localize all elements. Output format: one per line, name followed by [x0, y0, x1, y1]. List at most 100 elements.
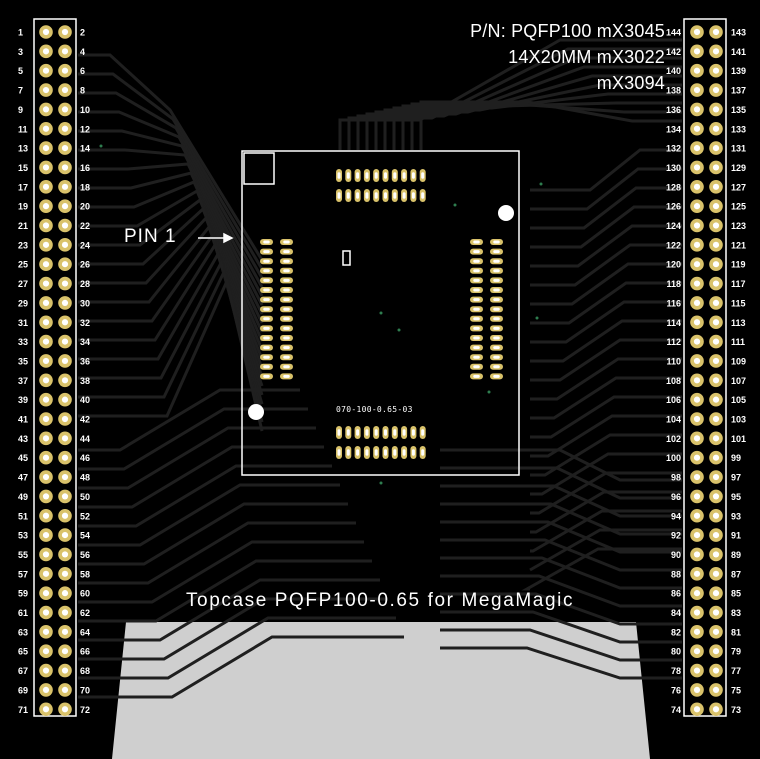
chip-pad-core [493, 307, 500, 311]
right-header-pad-hole [693, 493, 701, 500]
left-header-pad-hole [42, 706, 50, 713]
pcb-trace [78, 171, 264, 324]
right-pin-label: 100 [666, 453, 681, 463]
left-header-pad-hole [61, 86, 69, 94]
left-pin-label: 1 [18, 28, 23, 38]
left-pin-label: 63 [18, 627, 28, 637]
right-header-pad-hole [712, 299, 720, 306]
right-header-pad-hole [693, 667, 701, 674]
right-header-pad-hole [693, 706, 701, 713]
chip-pad-core [263, 269, 270, 273]
pcb-trace [78, 559, 372, 623]
left-pin-label: 49 [18, 492, 28, 502]
right-pin-label: 83 [731, 608, 741, 618]
pcb-trace [530, 167, 682, 211]
right-header-pad-hole [712, 493, 720, 500]
chip-pad-core [493, 336, 500, 340]
chip-pad-core [263, 288, 270, 292]
chip-pad-core [263, 336, 270, 340]
right-header-pad-hole [693, 106, 701, 113]
pcb-trace [78, 206, 264, 360]
right-header-pad-hole [712, 28, 720, 36]
right-header-pad-hole [712, 241, 720, 248]
right-header-pad-hole [712, 628, 720, 635]
left-pin-label: 70 [80, 685, 90, 695]
chip-pad-core [493, 250, 500, 254]
chip-pad-core [283, 355, 290, 359]
right-pin-label: 118 [666, 279, 681, 289]
left-pin-label: 7 [18, 86, 23, 96]
right-pin-label: 76 [671, 685, 681, 695]
left-header-pad-hole [61, 396, 69, 403]
left-header-pad-hole [61, 377, 69, 384]
right-pin-label: 78 [671, 666, 681, 676]
right-pin-label: 134 [666, 124, 681, 134]
right-header-pad-hole [712, 532, 720, 539]
right-pin-label: 105 [731, 395, 746, 405]
via [397, 328, 401, 332]
right-pin-label: 108 [666, 376, 681, 386]
right-header-pad-hole [712, 396, 720, 403]
pcb-trace [440, 466, 682, 500]
right-pin-label: 131 [731, 144, 746, 154]
via [379, 311, 383, 315]
left-pin-label: 8 [80, 86, 85, 96]
pcb-trace [78, 407, 308, 471]
right-header-pad-hole [712, 86, 720, 94]
right-header-pad-hole [712, 261, 720, 268]
pcb-trace [401, 101, 682, 150]
chip-pad-core [473, 355, 480, 359]
pcb-trace [530, 414, 682, 458]
left-header-pad-hole [61, 435, 69, 442]
left-pin-label: 53 [18, 531, 28, 541]
right-header-pad-hole [712, 706, 720, 713]
left-header-pad-hole [42, 280, 50, 287]
right-pin-label: 91 [731, 531, 741, 541]
pcb-trace [440, 610, 682, 644]
left-header-pad-hole [42, 609, 50, 616]
left-pin-label: 10 [80, 105, 90, 115]
left-pin-label: 2 [80, 28, 85, 38]
left-header-pad-hole [42, 415, 50, 423]
left-pin-label: 33 [18, 337, 28, 347]
left-pin-label: 27 [18, 279, 28, 289]
chip-pad-core [283, 288, 290, 292]
left-header-pad-hole [61, 261, 69, 268]
right-header-pad-hole [712, 164, 720, 171]
pcb-trace [78, 53, 264, 261]
chip-pad-core [283, 240, 290, 244]
left-header-pad-hole [42, 473, 50, 481]
right-pin-label: 77 [731, 666, 741, 676]
left-pin-label: 42 [80, 415, 90, 425]
chip-pad-core [283, 317, 290, 321]
pcb-trace [530, 338, 682, 382]
left-pin-label: 60 [80, 589, 90, 599]
right-pin-label: 137 [731, 86, 746, 96]
left-pin-label: 41 [18, 415, 28, 425]
left-pin-label: 15 [18, 163, 28, 173]
left-header-pad-hole [42, 261, 50, 268]
left-pin-label: 46 [80, 453, 90, 463]
pcb-trace [78, 635, 404, 699]
right-pin-label: 85 [731, 589, 741, 599]
chip-pad-core [402, 192, 406, 199]
right-header-pad-hole [712, 48, 720, 55]
right-header-pad-hole [693, 183, 701, 190]
pcb-trace [530, 319, 682, 363]
right-pin-label: 82 [671, 627, 681, 637]
right-pin-label: 97 [731, 473, 741, 483]
right-header-pad-hole [693, 551, 701, 558]
pcb-trace [78, 578, 380, 642]
right-pin-label: 139 [731, 66, 746, 76]
right-pin-label: 121 [731, 240, 746, 250]
pcb-trace [78, 426, 316, 490]
pcb-trace [78, 148, 264, 306]
pcb-trace [530, 262, 682, 306]
right-header-pad-hole [693, 241, 701, 248]
pcb-trace [440, 502, 682, 536]
left-header-pad-hole [42, 667, 50, 674]
left-pin-label: 30 [80, 298, 90, 308]
chip-pad-core [402, 429, 406, 436]
